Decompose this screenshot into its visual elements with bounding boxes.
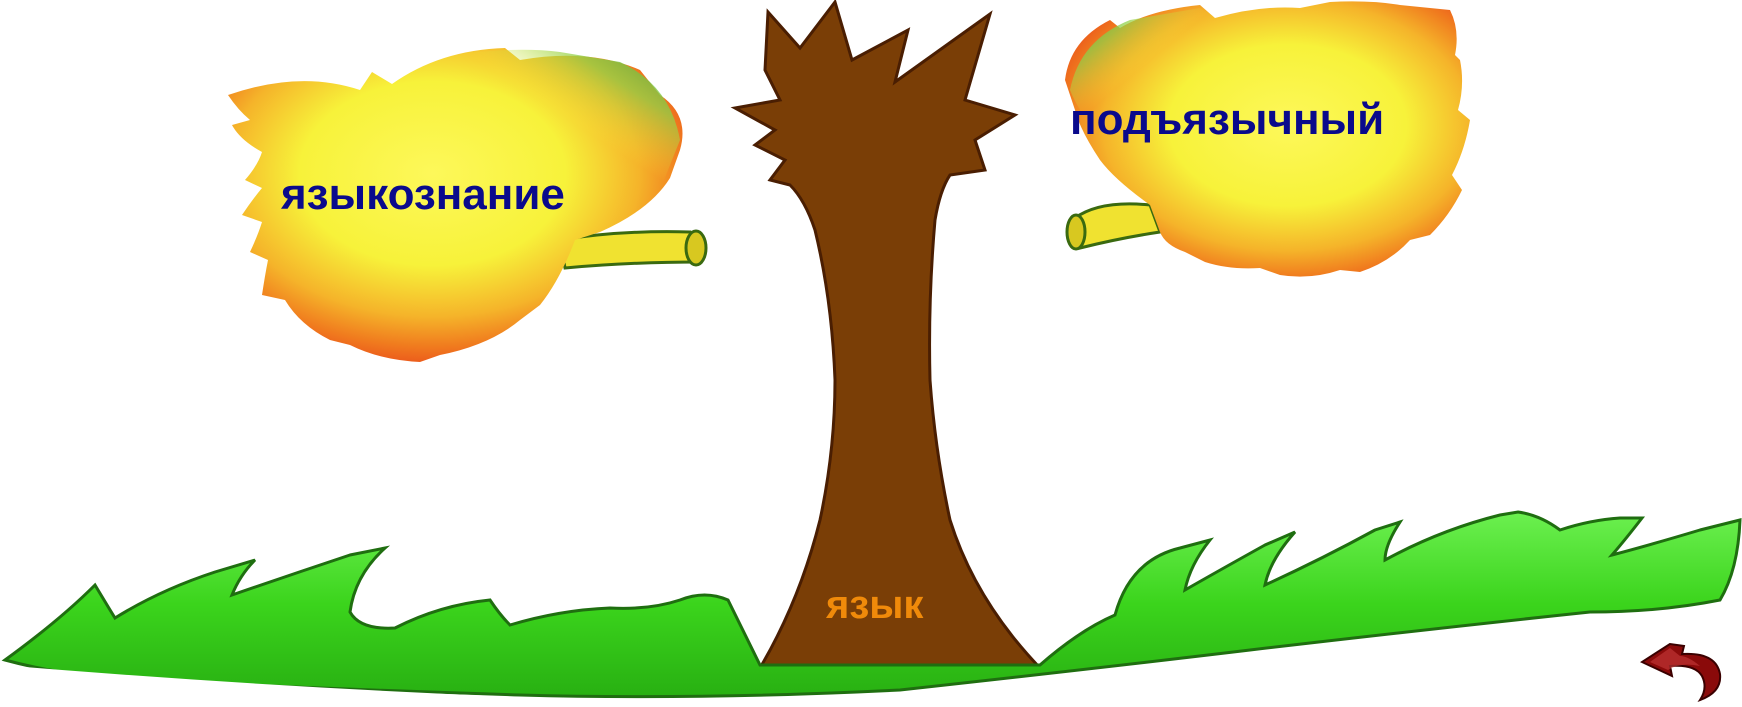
leaf-left-stem-tip	[686, 231, 706, 265]
leaf-right-stem	[1075, 204, 1160, 248]
tree-trunk	[735, 2, 1040, 668]
back-button[interactable]	[1640, 640, 1730, 702]
leaf-word-right[interactable]: подъязычный	[1070, 98, 1384, 142]
root-word: язык	[826, 585, 923, 625]
back-arrow-icon	[1640, 640, 1730, 702]
leaf-right-stem-tip	[1067, 215, 1085, 249]
leaf-word-left[interactable]: языкознание	[281, 173, 565, 217]
